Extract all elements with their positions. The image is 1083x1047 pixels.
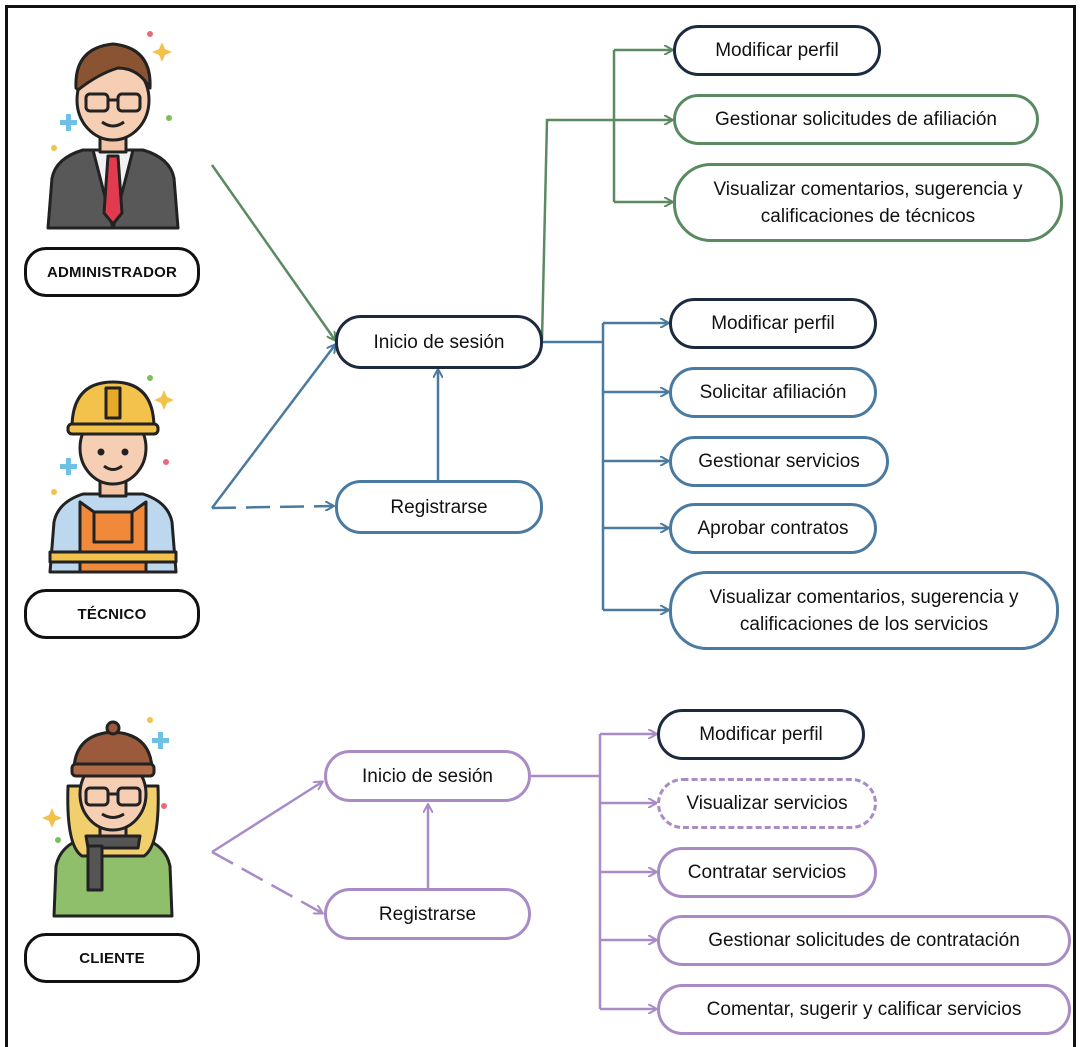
- admin-to-login-arrow: [210, 164, 335, 340]
- register-node-cliente: Registrarse: [324, 888, 531, 940]
- login-node-tecnico-admin: Inicio de sesión: [335, 315, 543, 369]
- admin-action-modificar-perfil: Modificar perfil: [673, 25, 881, 76]
- role-label-technician: TÉCNICO: [24, 589, 200, 639]
- role-label-client: CLIENTE: [24, 933, 200, 983]
- cliente-action-contratar-servicios: Contratar servicios: [657, 847, 877, 898]
- tecnico-to-login-arrow: [211, 345, 335, 509]
- client-avatar-icon: [42, 717, 174, 918]
- cliente-action-comentar-calificar: Comentar, sugerir y calificar servicios: [657, 984, 1071, 1035]
- cliente-action-modificar-perfil: Modificar perfil: [657, 709, 865, 760]
- admin-action-visualizar-comentarios: Visualizar comentarios, sugerencia y cal…: [673, 163, 1063, 242]
- tecnico-action-visualizar-comentarios: Visualizar comentarios, sugerencia y cal…: [669, 571, 1059, 650]
- role-label-administrator: ADMINISTRADOR: [24, 247, 200, 297]
- admin-branch-trunk: [540, 118, 614, 341]
- cliente-to-register-arrow: [211, 850, 322, 913]
- cliente-to-login-arrow: [211, 782, 322, 854]
- login-node-cliente: Inicio de sesión: [324, 750, 531, 802]
- tecnico-action-gestionar-servicios: Gestionar servicios: [669, 436, 889, 487]
- tecnico-action-aprobar-contratos: Aprobar contratos: [669, 503, 877, 554]
- tecnico-action-solicitar-afiliacion: Solicitar afiliación: [669, 367, 877, 418]
- cliente-action-visualizar-servicios: Visualizar servicios: [657, 778, 877, 829]
- diagram-frame: [5, 5, 1076, 1047]
- register-node-tecnico: Registrarse: [335, 480, 543, 534]
- admin-action-gestionar-afiliacion: Gestionar solicitudes de afiliación: [673, 94, 1039, 145]
- tecnico-action-modificar-perfil: Modificar perfil: [669, 298, 877, 349]
- administrator-avatar-icon: [46, 31, 180, 230]
- technician-avatar-icon: [48, 375, 178, 574]
- tecnico-to-register-arrow: [211, 506, 333, 508]
- cliente-action-gestionar-contratacion: Gestionar solicitudes de contratación: [657, 915, 1071, 966]
